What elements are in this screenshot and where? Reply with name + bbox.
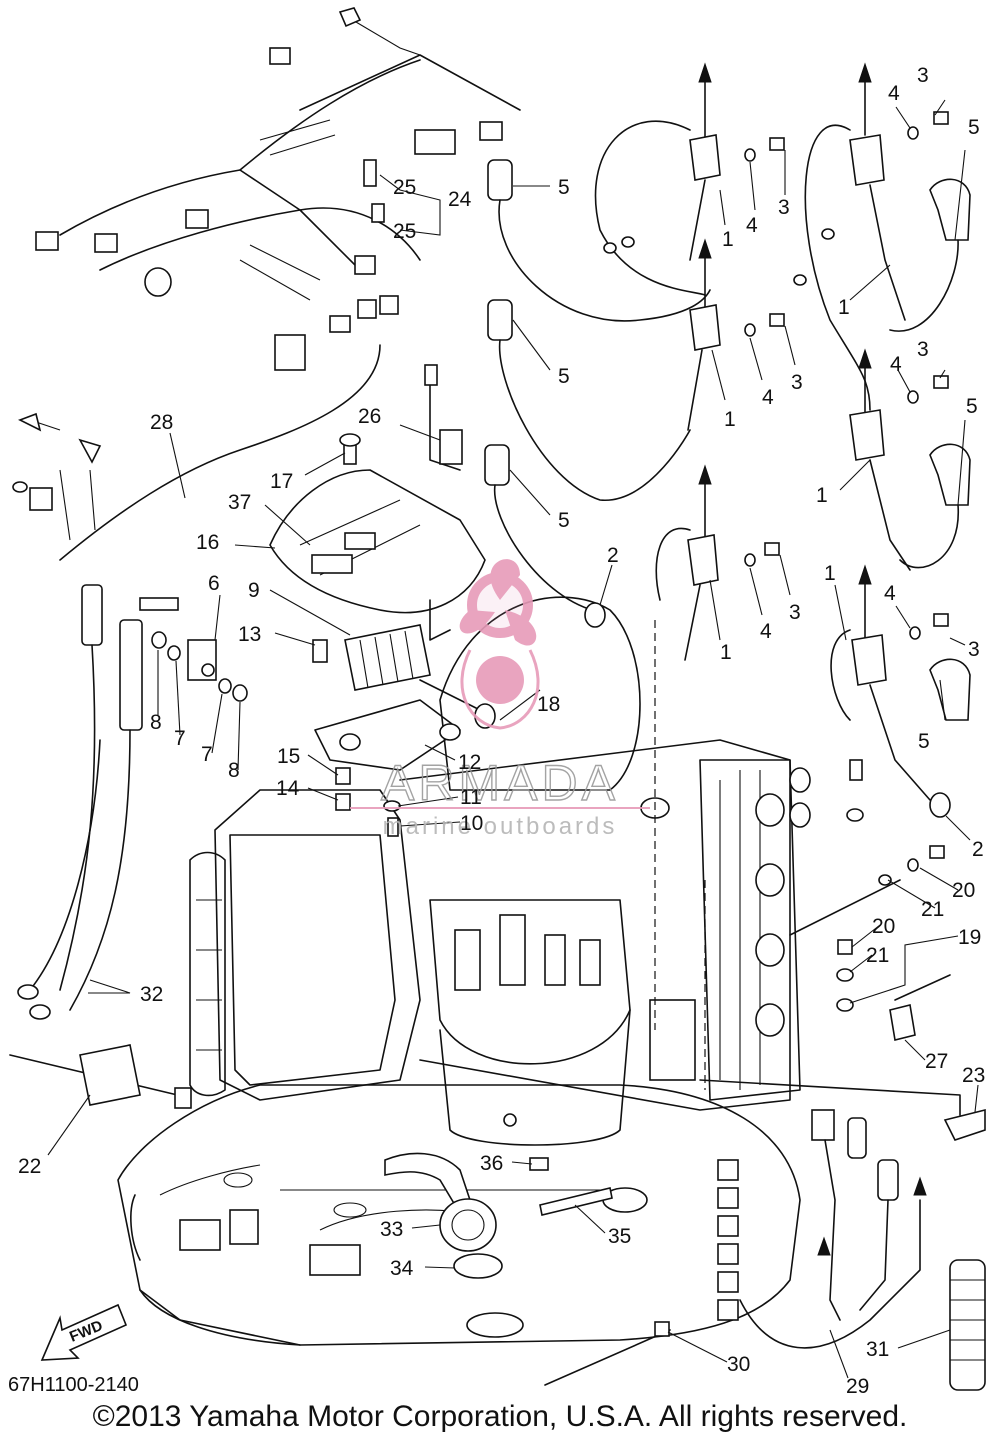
callout-11: 11 — [460, 786, 482, 809]
callout-1: 1 — [838, 296, 850, 319]
electrical-bracket — [269, 364, 486, 641]
callout-30: 30 — [727, 1353, 750, 1376]
callout-3: 3 — [917, 64, 929, 87]
callout-37: 37 — [228, 491, 251, 514]
watermark-tagline: marine outboards — [383, 813, 618, 840]
fwd-arrow-icon: FWD — [40, 1303, 128, 1361]
callout-3: 3 — [789, 601, 801, 624]
callout-1: 1 — [816, 484, 828, 507]
callout-25: 25 — [393, 220, 416, 243]
callout-3: 3 — [917, 338, 929, 361]
callout-27: 27 — [925, 1050, 948, 1073]
callout-5: 5 — [966, 395, 978, 418]
callout-21: 21 — [921, 898, 944, 921]
wire-harness-24 — [12, 7, 521, 561]
callout-7: 7 — [201, 743, 213, 766]
ground-and-battery-cables — [17, 584, 248, 1020]
callout-23: 23 — [962, 1064, 985, 1087]
callout-31: 31 — [866, 1338, 889, 1361]
callout-4: 4 — [760, 620, 772, 643]
callout-2: 2 — [972, 838, 984, 861]
callout-21: 21 — [866, 944, 889, 967]
callout-4: 4 — [762, 386, 774, 409]
engine-block — [189, 596, 811, 1146]
callout-1: 1 — [720, 641, 732, 664]
watermark-brand: ARMADA — [381, 755, 619, 811]
propeller-logo-icon — [459, 559, 540, 730]
callout-5: 5 — [558, 365, 570, 388]
callout-5: 5 — [558, 509, 570, 532]
bottom-cowling — [117, 1084, 801, 1346]
callout-4: 4 — [746, 214, 758, 237]
callout-14: 14 — [276, 777, 300, 800]
callout-8: 8 — [150, 711, 162, 734]
callout-15: 15 — [277, 745, 300, 768]
copyright-notice: ©2013 Yamaha Motor Corporation, U.S.A. A… — [92, 1400, 908, 1433]
callout-22: 22 — [18, 1155, 41, 1178]
armada-watermark: ARMADA marine outboards — [350, 559, 650, 840]
callout-3: 3 — [968, 638, 980, 661]
callout-28: 28 — [150, 411, 173, 434]
callout-1: 1 — [824, 562, 836, 585]
callout-3: 3 — [778, 196, 790, 219]
callout-16: 16 — [196, 531, 219, 554]
callout-7: 7 — [174, 727, 186, 750]
callout-5: 5 — [968, 116, 980, 139]
callout-19: 19 — [958, 926, 981, 949]
callout-18: 18 — [537, 693, 560, 716]
diagram-part-code: 67H1100-2140 — [8, 1374, 139, 1396]
grommet-group — [384, 1152, 613, 1279]
callout-20: 20 — [872, 915, 895, 938]
callout-12: 12 — [458, 751, 481, 774]
callout-35: 35 — [608, 1225, 631, 1248]
callout-34: 34 — [390, 1257, 414, 1280]
callout-2: 2 — [607, 544, 619, 567]
callout-3: 3 — [791, 371, 803, 394]
cable-clamp — [9, 1044, 192, 1109]
callout-24: 24 — [448, 188, 472, 211]
callout-1: 1 — [722, 228, 734, 251]
callout-8: 8 — [228, 759, 240, 782]
callout-10: 10 — [460, 812, 483, 835]
callout-25: 25 — [393, 176, 416, 199]
callout-26: 26 — [358, 405, 381, 428]
callout-labels: 24 25 25 5 5 5 5 5 5 3 3 3 3 3 3 4 4 4 4… — [18, 64, 985, 1398]
callout-4: 4 — [884, 582, 896, 605]
callout-4: 4 — [888, 82, 900, 105]
callout-17: 17 — [270, 470, 293, 493]
callout-5: 5 — [918, 730, 930, 753]
clamps-right — [699, 759, 986, 1141]
callout-1: 1 — [724, 408, 736, 431]
callout-9: 9 — [248, 579, 260, 602]
lower-harness — [544, 1109, 986, 1391]
callout-36: 36 — [480, 1152, 503, 1175]
callout-20: 20 — [952, 879, 975, 902]
ignition-coil-group — [484, 62, 971, 818]
callout-4: 4 — [890, 353, 902, 376]
callout-33: 33 — [380, 1218, 403, 1241]
callout-5: 5 — [558, 176, 570, 199]
callout-6: 6 — [208, 572, 220, 595]
callout-29: 29 — [846, 1375, 869, 1398]
callout-32: 32 — [140, 983, 163, 1006]
leader-lines — [47, 99, 979, 1379]
callout-13: 13 — [238, 623, 261, 646]
